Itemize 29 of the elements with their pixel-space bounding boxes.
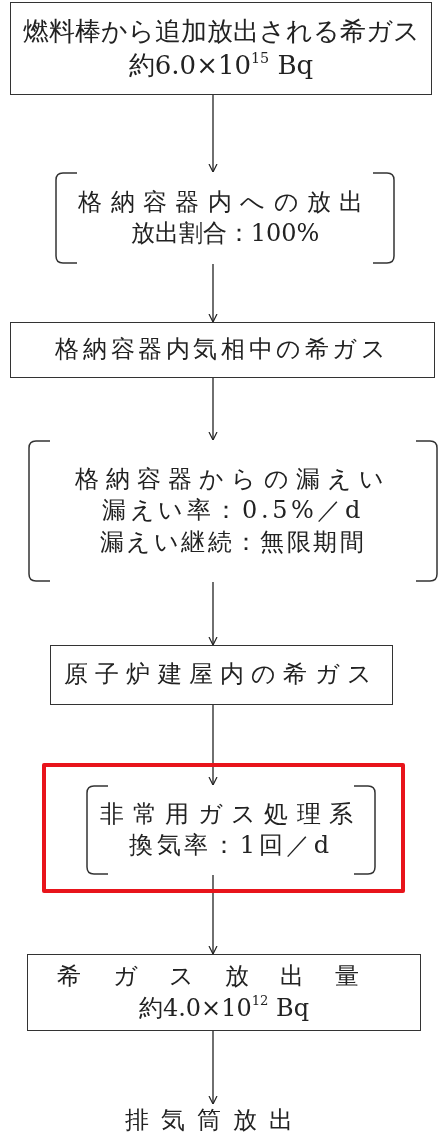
node-title: 希ガス放出量 <box>57 961 391 993</box>
node-title: 燃料棒から追加放出される希ガス <box>22 14 420 48</box>
arrow <box>208 874 218 955</box>
bracket-box <box>55 172 395 264</box>
process-box <box>10 322 435 378</box>
highlight-frame <box>42 763 405 893</box>
process-box <box>50 645 393 705</box>
process-box <box>27 954 421 1031</box>
node-title: 原子炉建屋内の希ガス <box>64 659 379 691</box>
bracket-box <box>28 440 438 582</box>
node-title: 格納容器からの漏えい <box>74 464 392 496</box>
arrow <box>208 1030 218 1105</box>
end-label: 排気筒放出 <box>110 1104 320 1138</box>
node-detail: 約6.0×10$^{15}$ Bq <box>128 48 314 82</box>
arrow <box>208 581 218 646</box>
node-detail: 放出割合：100% <box>130 218 320 249</box>
process-box <box>10 2 432 95</box>
arrow <box>208 263 218 323</box>
node-detail: 漏えい継続：無限期間 <box>100 526 366 558</box>
arrow <box>208 704 218 786</box>
node-title: 非常用ガス処理系 <box>100 798 362 830</box>
node-detail: 漏えい率：0.5%／d <box>102 495 364 527</box>
node-detail: 換気率：1回／d <box>129 830 333 861</box>
bracket-box <box>86 785 376 875</box>
node-detail: 約4.0×10$^{12}$ Bq <box>138 992 310 1024</box>
node-title: 格納容器内への放出 <box>78 186 372 218</box>
arrow <box>208 94 218 173</box>
arrow <box>208 377 218 441</box>
node-title: 格納容器内気相中の希ガス <box>55 334 390 366</box>
